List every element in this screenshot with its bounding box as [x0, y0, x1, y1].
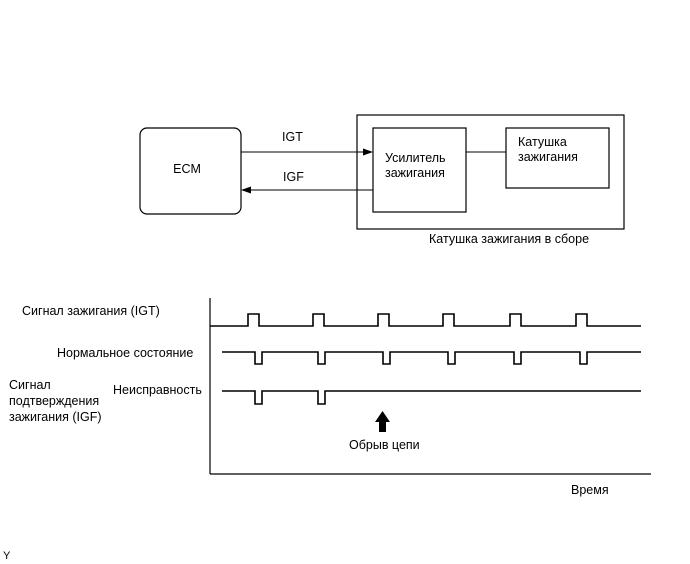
ecm-label: ECM — [173, 162, 201, 176]
ecm-box — [139, 127, 242, 215]
ignition-coil-assembly-box — [356, 114, 625, 230]
igniter-label-line1: Усилитель — [385, 151, 446, 165]
igt-signal-label: Сигнал зажигания (IGT) — [22, 304, 160, 318]
time-label: Время — [571, 483, 609, 497]
igf-normal-waveform — [222, 351, 641, 365]
igf-label: IGF — [283, 170, 304, 184]
igniter-label-line2: зажигания — [385, 166, 445, 180]
assembly-caption: Катушка зажигания в сборе — [429, 232, 589, 246]
igf-signal-label-line3: зажигания (IGF) — [9, 410, 102, 424]
igf-arrowhead — [241, 186, 251, 194]
ignition-coil-box — [505, 127, 610, 189]
open-circuit-arrow-shaft — [379, 422, 386, 432]
coil-label-line2: зажигания — [518, 150, 578, 164]
igf-signal-label-line1: Сигнал — [9, 378, 51, 392]
igt-label: IGT — [282, 130, 303, 144]
igt-waveform — [210, 313, 641, 327]
igt-arrowhead — [363, 148, 373, 156]
corner-mark: Y — [3, 550, 11, 562]
coil-label-line1: Катушка — [518, 135, 567, 149]
igf-signal-label-line2: подтверждения — [9, 394, 99, 408]
open-circuit-label: Обрыв цепи — [349, 438, 420, 452]
igniter-box — [372, 127, 467, 213]
malfunction-label: Неисправность — [113, 383, 202, 397]
open-circuit-arrow-icon — [375, 411, 390, 422]
igf-malfunction-waveform — [222, 390, 641, 405]
normal-state-label: Нормальное состояние — [57, 346, 193, 360]
